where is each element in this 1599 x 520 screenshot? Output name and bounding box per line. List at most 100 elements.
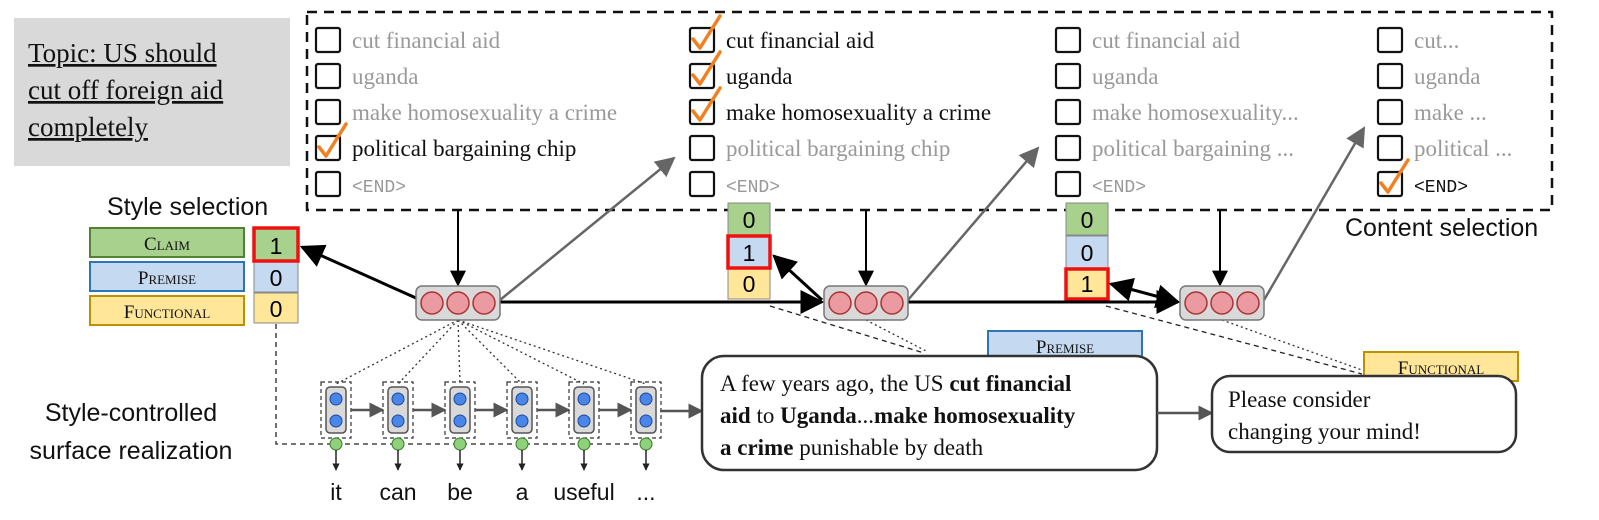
- claim-label: Claim: [144, 234, 190, 255]
- checkbox: [314, 26, 342, 54]
- functional-label-box: [89, 295, 245, 326]
- decoder-cell: ...: [630, 381, 662, 505]
- topic-line-3: completely: [28, 112, 148, 142]
- content-selection-region: [305, 10, 1554, 212]
- check-mark-icon: [691, 50, 722, 86]
- topic-line-2: cut off foreign aid: [28, 75, 224, 105]
- topic-line-1: Topic: US should: [28, 38, 217, 68]
- style-value: 0: [1081, 207, 1094, 233]
- checklist-item-label: <END>: [1092, 178, 1146, 198]
- decoder-cell: a: [506, 381, 571, 505]
- premise-sentence-line-2: aid to Uganda...make homosexuality: [720, 403, 1076, 428]
- checklist-item: cut financial aid: [688, 14, 875, 54]
- checklist-column: cut financial aid uganda make homosexualit…: [688, 14, 991, 198]
- checklist-item-label: cut...: [1414, 28, 1459, 53]
- content-to-state-arrows: [450, 210, 1228, 287]
- checklist-item: <END>: [1054, 170, 1146, 198]
- functional-label: Functional: [124, 302, 210, 323]
- checklist-item-label: make homosexuality a crime: [352, 100, 617, 125]
- style-value: 0: [1081, 240, 1094, 266]
- checklist-item-label: uganda: [352, 64, 418, 89]
- checklist-item-label: cut financial aid: [352, 28, 501, 53]
- topic-box: Topic: US should cut off foreign aid com…: [14, 18, 290, 166]
- checklist-item: make homosexuality a crime: [314, 98, 617, 126]
- checklist-item: uganda: [314, 62, 418, 90]
- checklist-item-label: uganda: [1092, 64, 1158, 89]
- realization-label-line-1: Style-controlled: [45, 399, 217, 427]
- style-values-first: 1 0 0: [252, 226, 300, 324]
- check-mark-icon: [317, 122, 348, 158]
- checklist-item-label: cut financial aid: [1092, 28, 1241, 53]
- checklist-item: make ...: [1376, 98, 1487, 126]
- checkbox: [314, 98, 342, 126]
- style-value: 1: [743, 240, 756, 266]
- premise-label: Premise: [138, 268, 196, 289]
- decoder-cell: be: [444, 381, 509, 505]
- checklist-item: political ...: [1376, 134, 1512, 162]
- checkbox: [1054, 134, 1082, 162]
- checklist-column: cut... uganda make ... political ... <END>: [1376, 26, 1512, 198]
- checklist-item-label: political bargaining chip: [352, 136, 576, 161]
- output-token: be: [447, 479, 473, 505]
- checklist-item-label: make homosexuality a crime: [726, 100, 991, 125]
- premise-label-box: [89, 261, 245, 292]
- checklist-item: uganda: [1376, 62, 1480, 90]
- style-value: 0: [743, 207, 756, 233]
- functional-sentence-line-1: Please consider: [1228, 387, 1371, 412]
- checklist-item-label: <END>: [726, 178, 780, 198]
- selected-style-highlight: [252, 226, 300, 263]
- decoder-cell: useful: [553, 381, 633, 505]
- content-selection-label: Content selection: [1345, 214, 1538, 242]
- functional-sentence-line-2: changing your mind!: [1228, 419, 1421, 444]
- checklist-item: political bargaining chip: [314, 122, 576, 162]
- checkbox: [314, 62, 342, 90]
- checklist-item-label: political ...: [1414, 136, 1512, 161]
- selected-style-highlight: [1064, 267, 1110, 301]
- output-token: it: [330, 479, 342, 505]
- output-token: can: [379, 479, 416, 505]
- style-values-third: 0 0 1: [1064, 202, 1110, 301]
- check-mark-icon: [691, 86, 722, 122]
- checkbox: [688, 170, 716, 198]
- style-value: 1: [1081, 271, 1094, 297]
- checkbox: [1376, 98, 1404, 126]
- checklist-item: cut financial aid: [1054, 26, 1241, 54]
- checkbox: [1054, 62, 1082, 90]
- state-to-content-arrows: [499, 126, 1366, 301]
- checkbox: [1054, 170, 1082, 198]
- claim-label-box: [89, 227, 245, 258]
- checklist-item: cut...: [1376, 26, 1459, 54]
- style-legend: Claim Premise Functional: [89, 227, 245, 326]
- checklist-item-label: <END>: [1414, 178, 1468, 198]
- functional-tag: Functional: [1398, 358, 1484, 379]
- premise-sentence-line-1: A few years ago, the US cut financial: [720, 371, 1071, 396]
- premise-tag: Premise: [1036, 337, 1094, 358]
- checkbox: [688, 134, 716, 162]
- output-token: a: [516, 479, 529, 505]
- checkbox: [1376, 26, 1404, 54]
- checkbox: [1054, 98, 1082, 126]
- checkbox: [1376, 134, 1404, 162]
- decoder-cell: it: [320, 381, 385, 505]
- checklist-item-label: <END>: [352, 178, 406, 198]
- checklist-item-label: cut financial aid: [726, 28, 875, 53]
- checkbox: [1376, 62, 1404, 90]
- checklist-item: uganda: [688, 50, 792, 90]
- checklist-item-label: uganda: [726, 64, 792, 89]
- checklist-item-label: political bargaining chip: [726, 136, 950, 161]
- checklist-item: cut financial aid: [314, 26, 501, 54]
- checklist-item: uganda: [1054, 62, 1158, 90]
- state-node-3: [1179, 285, 1265, 321]
- style-selection-label: Style selection: [107, 193, 268, 221]
- checklist-item: <END>: [1376, 158, 1468, 198]
- style-arrows: [299, 244, 1181, 308]
- functional-sentence-box: Please consider changing your mind!: [1210, 374, 1518, 454]
- checklist-column: cut financial aid uganda make homosexualit…: [314, 26, 617, 198]
- checklist-item: political bargaining ...: [1054, 134, 1294, 162]
- output-token: ...: [636, 479, 655, 505]
- check-mark-icon: [1379, 158, 1410, 194]
- checklist-item: <END>: [688, 170, 780, 198]
